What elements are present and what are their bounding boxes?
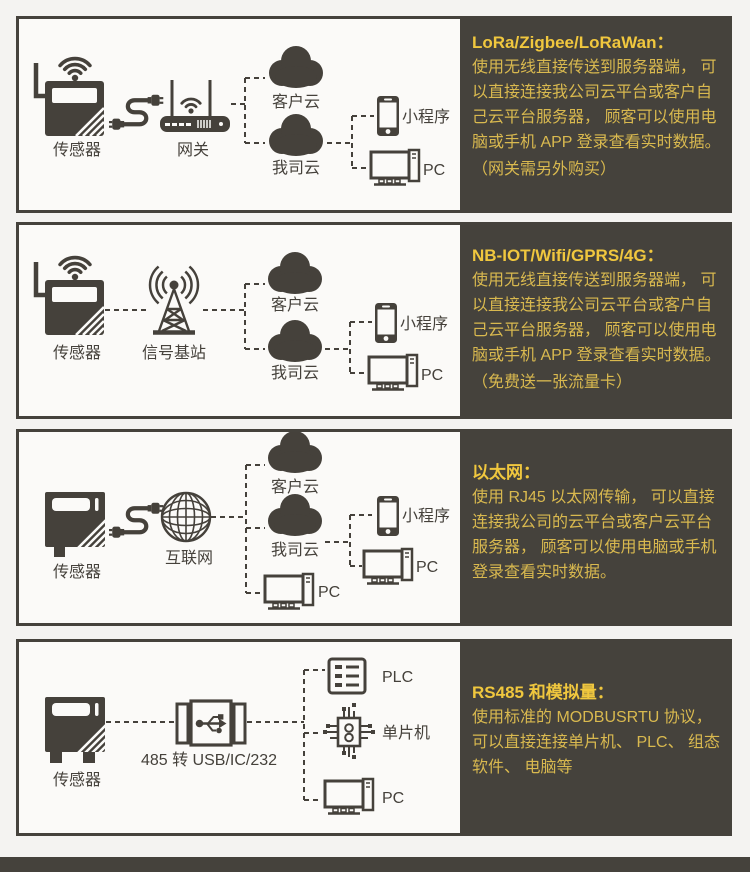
info-body: 使用标准的 MODBUSRTU 协议， 可以直接连接单片机、 PLC、 组态软件… (472, 709, 721, 776)
pc-label: PC (416, 559, 438, 576)
our-cloud-icon (268, 494, 322, 536)
customer-cloud-icon (269, 46, 323, 88)
sensor-label: 传感器 (53, 563, 101, 581)
info-body: 使用无线直接传送到服务器端， 可以直接连接我公司云平台或客户自己云平台服务器， … (472, 59, 721, 151)
customer-cloud-label: 客户云 (271, 296, 319, 314)
miniprogram-label: 小程序 (400, 315, 448, 333)
internet-globe-icon (160, 491, 212, 543)
info-ethernet: 以太网： 使用 RJ45 以太网传输， 可以直接连接我公司的云平台或客户云平台服… (460, 432, 729, 623)
pc-icon (362, 547, 414, 585)
pc-label: PC (423, 162, 445, 179)
customer-cloud-icon (268, 431, 322, 473)
internet-label: 互联网 (165, 549, 213, 567)
our-cloud-icon (268, 320, 322, 362)
our-cloud-label: 我司云 (271, 364, 319, 382)
section-lora: 传感器 网关 客户云 我司云 (16, 16, 732, 213)
pc2-icon (263, 572, 315, 610)
sensor-icon (36, 59, 104, 136)
sensor-icon (43, 490, 109, 557)
diagram-rs485-svg: 传感器 (43, 657, 430, 815)
customer-cloud-icon (268, 252, 322, 294)
pc-icon (323, 777, 375, 815)
info-nbiot: NB-IOT/Wifi/GPRS/4G： 使用无线直接传送到服务器端， 可以直接… (460, 225, 729, 416)
phone-icon (377, 496, 399, 536)
connector-lines (106, 669, 325, 801)
info-note: （免费送一张流量卡） (472, 374, 633, 391)
converter-label: 485 转 USB/IC/232 (141, 751, 277, 769)
sensor-icon (43, 695, 109, 763)
mcu-label: 单片机 (382, 724, 430, 742)
basestation-label: 信号基站 (142, 344, 206, 362)
router-icon (158, 78, 232, 134)
mcu-chip-icon (323, 703, 375, 759)
sensor-label: 传感器 (53, 141, 101, 159)
phone-icon (375, 303, 397, 343)
info-heading: LoRa/Zigbee/LoRaWan： (472, 33, 674, 52)
bottom-bar (0, 857, 750, 872)
pc-label: PC (421, 367, 443, 384)
connector-lines (211, 464, 372, 594)
pc2-label: PC (318, 584, 340, 601)
customer-cloud-label: 客户云 (271, 478, 319, 496)
connector-lines (231, 77, 374, 169)
plc-icon (327, 657, 367, 695)
gateway-label: 网关 (177, 141, 209, 159)
diagram-lora: 传感器 网关 客户云 我司云 (19, 19, 460, 210)
diagram-lora-svg: 传感器 网关 客户云 我司云 (19, 46, 450, 186)
diagram-ethernet: 传感器 互联网 (19, 431, 460, 623)
info-body: 使用无线直接传送到服务器端， 可以直接连接我公司云平台或客户自己云平台服务器， … (472, 272, 721, 364)
section-rs485: 传感器 (16, 639, 732, 836)
pc-icon (367, 353, 419, 391)
info-heading: NB-IOT/Wifi/GPRS/4G： (472, 246, 664, 265)
section-ethernet: 传感器 互联网 (16, 429, 732, 626)
cable-plug-icon (109, 95, 163, 130)
plc-label: PLC (382, 669, 413, 686)
diagram-ethernet-svg: 传感器 互联网 (43, 431, 450, 610)
usb-converter-icon (175, 699, 247, 747)
phone-icon (377, 96, 399, 136)
cell-tower-icon (148, 265, 200, 335)
diagram-rs485: 传感器 (19, 642, 460, 833)
miniprogram-label: 小程序 (402, 507, 450, 525)
info-body: 使用 RJ45 以太网传输， 可以直接连接我公司的云平台或客户云平台服务器， 顾… (472, 489, 717, 581)
info-heading: RS485 和模拟量： (472, 683, 614, 702)
section-nbiot: 传感器 (16, 222, 732, 419)
sensor-label: 传感器 (53, 344, 101, 362)
info-rs485: RS485 和模拟量： 使用标准的 MODBUSRTU 协议， 可以直接连接单片… (460, 642, 729, 833)
pc-label: PC (382, 790, 404, 807)
miniprogram-label: 小程序 (402, 108, 450, 126)
our-cloud-label: 我司云 (271, 541, 319, 559)
sensor-label: 传感器 (53, 771, 101, 789)
diagram-nbiot-svg: 传感器 (19, 252, 448, 391)
info-lora: LoRa/Zigbee/LoRaWan： 使用无线直接传送到服务器端， 可以直接… (460, 19, 729, 210)
diagram-nbiot: 传感器 (19, 225, 460, 416)
our-cloud-icon (269, 114, 323, 156)
connector-lines (105, 283, 372, 374)
pc-icon (369, 148, 421, 186)
info-note: （网关需另外购买） (472, 161, 617, 178)
sensor-icon (36, 258, 104, 335)
our-cloud-label: 我司云 (272, 159, 320, 177)
info-heading: 以太网： (472, 463, 540, 482)
customer-cloud-label: 客户云 (272, 93, 320, 111)
cable-plug-icon (109, 503, 163, 538)
